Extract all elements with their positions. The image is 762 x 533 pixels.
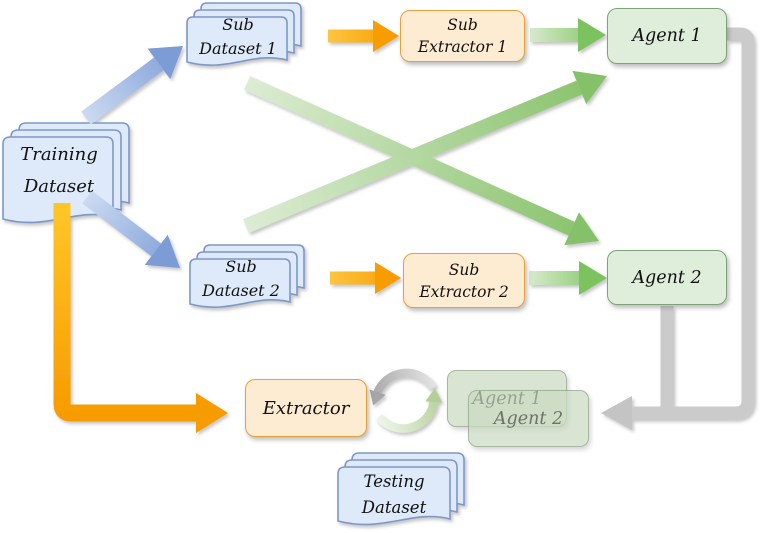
sub-extractor-1-box: Sub Extractor 1 <box>400 10 525 62</box>
extractor-label: Extractor <box>262 397 350 419</box>
sub-extractor-2-box: Sub Extractor 2 <box>403 253 525 308</box>
connector-agent1-to-eval <box>601 27 755 430</box>
agent-2-eval-box: Agent 2 <box>468 390 589 447</box>
agent-2-label: Agent 2 <box>632 267 702 288</box>
sub-dataset-1-stack <box>186 2 302 66</box>
cycle-arrow-green <box>375 388 443 433</box>
arrow-training-to-subdataset1 <box>81 46 183 125</box>
sub-extractor-2-label: Sub Extractor 2 <box>419 260 509 301</box>
arrow-training-to-subdataset2 <box>82 190 181 268</box>
extractor-box: Extractor <box>245 379 367 437</box>
sub-extractor-1-label: Sub Extractor 1 <box>417 16 508 56</box>
arrow-training-to-extractor <box>53 203 228 433</box>
agent-1-box: Agent 1 <box>607 8 727 64</box>
agent-2-eval-label: Agent 2 <box>493 408 564 429</box>
agent-1-label: Agent 1 <box>632 26 702 46</box>
agent-2-box: Agent 2 <box>607 250 727 305</box>
cycle-arrow-gray <box>369 368 437 406</box>
sub-dataset-2-stack <box>189 244 305 308</box>
testing-dataset-stack <box>337 452 465 526</box>
arrow-subdataset2-to-agent1 <box>243 70 608 233</box>
